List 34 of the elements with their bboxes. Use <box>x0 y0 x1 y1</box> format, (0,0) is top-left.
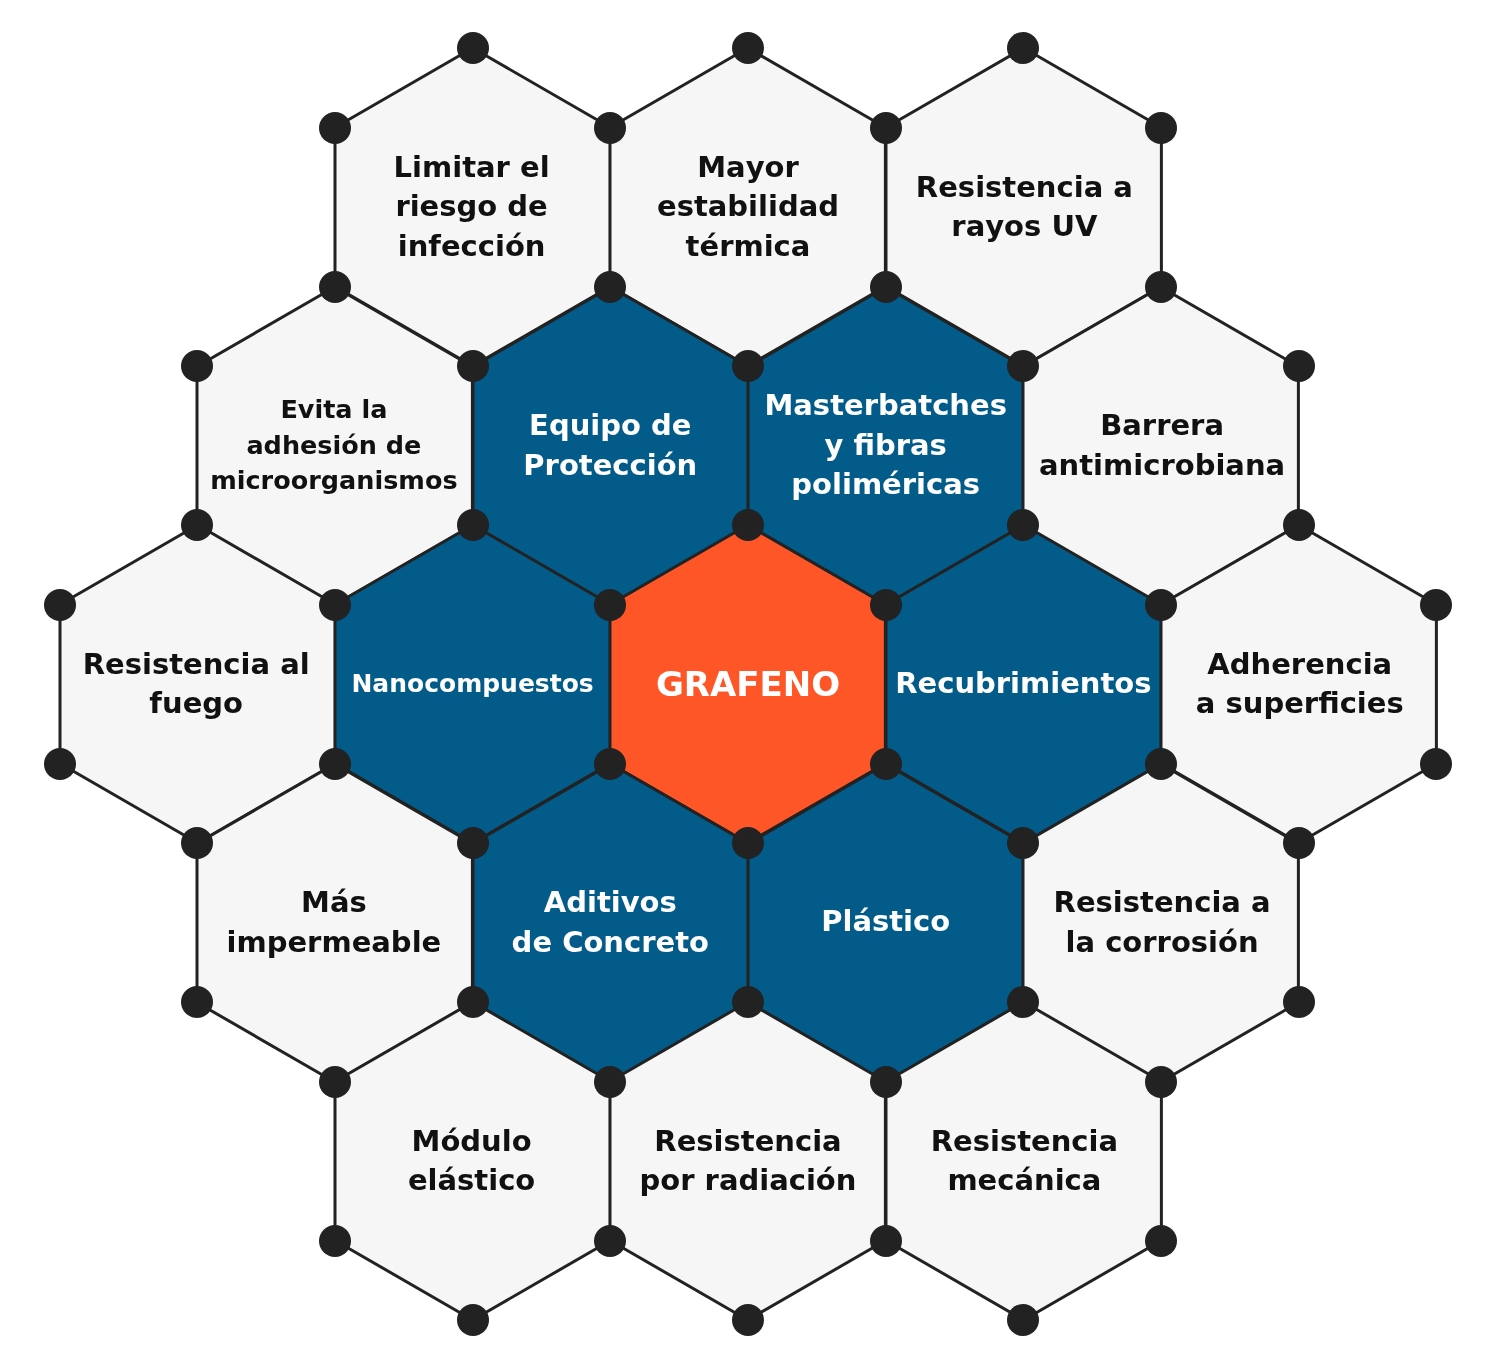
hexagon-tile <box>885 1009 1164 1313</box>
hexagon-tile <box>57 532 335 836</box>
hexagon-label: Más impermeable <box>226 884 442 961</box>
hexagon-tile <box>472 293 748 598</box>
hexagon-tile <box>610 532 886 836</box>
hexagon-tile <box>1023 293 1301 598</box>
hexagon-tile <box>332 1009 611 1313</box>
hexagon-label: Evita la adhesión de microorganismos <box>210 393 458 498</box>
hexagon-label: Barrera antimicrobiana <box>1039 407 1286 484</box>
hexagon-label: GRAFENO <box>655 662 841 706</box>
hexagon-tile <box>334 532 611 836</box>
hexagon-label: Equipo de Protección <box>523 407 698 484</box>
hexagon-tile <box>1023 770 1301 1075</box>
hexagon-label: Aditivos de Concreto <box>511 884 709 961</box>
hexagon-label: Resistencia mecánica <box>930 1122 1119 1199</box>
hexagon-label: Resistencia a la corrosión <box>1053 884 1271 961</box>
hexagon-tile <box>885 532 1162 836</box>
hexagon-tile <box>748 770 1024 1075</box>
hexagon-label: Masterbatches y fibras poliméricas <box>764 387 1007 504</box>
hexagon-label: Resistencia a rayos UV <box>915 168 1133 245</box>
hexagon-label: Módulo elástico <box>407 1122 536 1199</box>
hexagon-label: Plástico <box>821 903 951 941</box>
hexagon-tile <box>195 770 473 1075</box>
hexagon-label: Limitar el riesgo de infección <box>393 148 550 265</box>
hexagon-tile <box>885 55 1164 359</box>
hexagon-label: Recubrimientos <box>895 665 1152 703</box>
hexagon-label: Resistencia por radiación <box>639 1122 857 1199</box>
hexagon-label: Mayor estabilidad térmica <box>656 148 839 265</box>
hexagon-tile <box>472 770 748 1075</box>
hexagon-label: Nanocompuestos <box>351 668 594 700</box>
hexagon-tile <box>1161 532 1439 836</box>
hexagon-label: Adherencia a superficies <box>1195 645 1404 722</box>
hexagon-tile <box>610 1009 886 1313</box>
hexagon-label: Resistencia al fuego <box>82 645 310 722</box>
